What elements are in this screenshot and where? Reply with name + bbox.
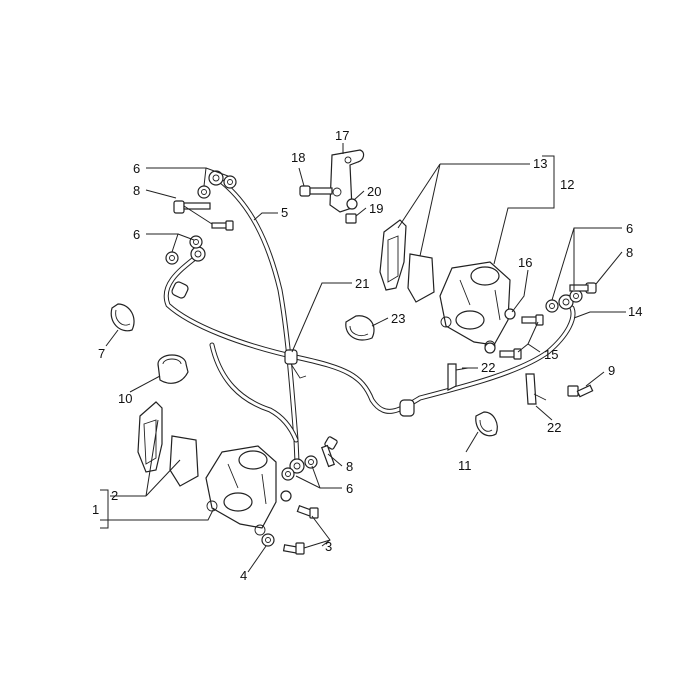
callout-20: 20: [367, 184, 381, 199]
callout-8-lower: 8: [346, 459, 353, 474]
brake-pad-13-outer: [379, 219, 407, 291]
brake-pad-2-outer: [137, 401, 163, 473]
leader-lines: [100, 143, 626, 573]
bolt-3-lower: [282, 542, 305, 555]
hose-clip-22-upper: [447, 363, 469, 391]
callout-8-top: 8: [133, 183, 140, 198]
brake-caliper-1: [205, 445, 277, 536]
brake-hose-14: [163, 255, 576, 414]
hose-grommet-center: [399, 399, 415, 417]
banjo-bolt-small-top: [211, 220, 234, 231]
callout-17: 17: [335, 128, 349, 143]
callout-13: 13: [533, 156, 547, 171]
callout-22-lower: 22: [547, 420, 561, 435]
hose-clamp-7: [110, 303, 135, 332]
hose-grommet-21: [284, 349, 307, 379]
callout-18: 18: [291, 150, 305, 165]
callout-11: 11: [458, 458, 472, 473]
banjo-fitting-left: [190, 246, 206, 262]
banjo-fitting-top: [208, 170, 224, 186]
callout-1: 1: [92, 502, 99, 517]
callout-5: 5: [281, 205, 288, 220]
washers-6-right: [545, 289, 583, 313]
callout-9: 9: [608, 363, 615, 378]
callout-19: 19: [369, 201, 383, 216]
brake-pad-13-inner: [407, 253, 435, 303]
banjo-bolt-8-right: [569, 282, 597, 294]
hose-clip-22-lower: [525, 373, 547, 405]
washer-4: [261, 533, 275, 547]
banjo-bolt-8-lower: [320, 436, 338, 468]
washers-6-top: [197, 175, 237, 199]
bolt-3-upper: [280, 490, 319, 519]
callout-21: 21: [355, 276, 369, 291]
banjo-fitting-lower: [289, 458, 305, 474]
callout-23: 23: [391, 311, 405, 326]
brake-caliper-12: [439, 261, 511, 352]
callout-10: 10: [118, 391, 132, 406]
callout-15: 15: [544, 347, 558, 362]
callout-14: 14: [628, 304, 642, 319]
hose-clamp-23: [345, 315, 375, 341]
callout-labels: 1 2 3 4 5 6 6 6 6 7 8 8 8 9 10 11 12 13 …: [92, 128, 642, 583]
washers-6-lower: [281, 455, 318, 481]
nut-19: [345, 213, 357, 224]
brake-hose-5: [219, 179, 300, 465]
hose-bracket-17: [329, 149, 365, 213]
hose-grommet-left: [171, 281, 189, 299]
callout-12: 12: [560, 177, 574, 192]
callout-4: 4: [240, 568, 247, 583]
callout-8-right: 8: [626, 245, 633, 260]
brake-pad-2-inner: [169, 435, 199, 487]
callout-6-right: 6: [626, 221, 633, 236]
bolt-18: [299, 185, 333, 197]
callout-6-top: 6: [133, 161, 140, 176]
callout-2: 2: [111, 488, 118, 503]
washer-20: [346, 198, 358, 210]
brake-hose-lower-run: [209, 342, 299, 443]
callout-7: 7: [98, 346, 105, 361]
callout-16: 16: [518, 255, 532, 270]
callout-6-lower: 6: [346, 481, 353, 496]
callout-6-left: 6: [133, 227, 140, 242]
callout-22-upper: 22: [481, 360, 495, 375]
hose-clamp-11: [475, 411, 498, 437]
bolt-15: [484, 342, 522, 360]
banjo-fitting-right: [558, 294, 574, 310]
bolt-9: [567, 384, 594, 398]
hose-clamp-10: [157, 354, 189, 384]
callout-3: 3: [325, 539, 332, 554]
